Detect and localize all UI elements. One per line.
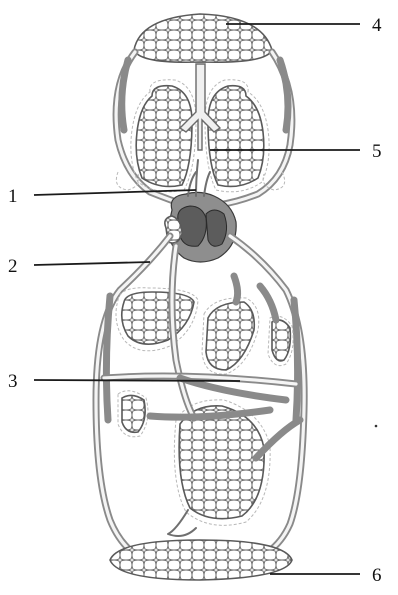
left-lung	[136, 86, 192, 187]
intestine-network	[179, 406, 264, 519]
label-3: 3	[8, 371, 18, 392]
stomach-network	[206, 302, 254, 370]
head-capillary-network	[134, 14, 272, 62]
leader-line-1	[34, 190, 196, 195]
label-4: 4	[372, 15, 382, 36]
spleen-network	[122, 395, 145, 432]
kidney-network	[272, 320, 290, 361]
stray-dot	[375, 425, 378, 428]
leader-line-3	[34, 380, 240, 381]
label-1: 1	[8, 186, 18, 207]
lower-body-capillary-network	[110, 540, 292, 580]
lungs	[131, 64, 269, 192]
leader-line-2	[34, 262, 150, 265]
label-2: 2	[8, 256, 18, 277]
liver-network	[122, 292, 194, 344]
right-lung	[208, 86, 264, 187]
label-6: 6	[372, 565, 382, 586]
label-5: 5	[372, 141, 382, 162]
